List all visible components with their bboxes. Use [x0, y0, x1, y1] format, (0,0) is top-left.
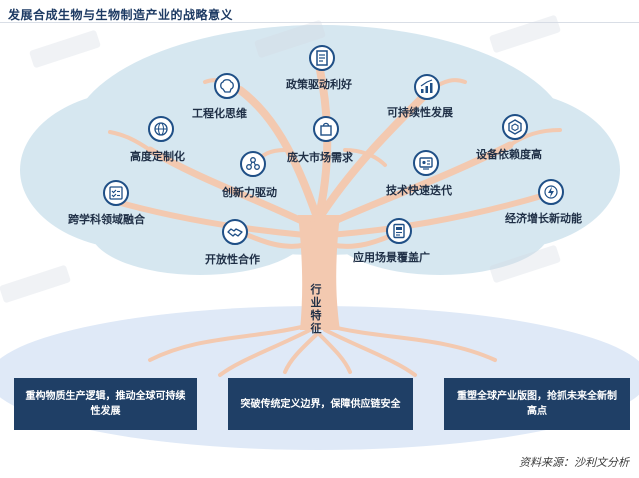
tree-roots	[148, 323, 497, 377]
application-document-icon	[386, 218, 412, 244]
growth-chart-icon	[414, 74, 440, 100]
energy-bolt-icon	[538, 179, 564, 205]
node-innovation: 创新力驱动	[222, 186, 277, 199]
node-cross: 跨学科领域融合	[68, 213, 145, 226]
node-sustainable: 可持续性发展	[387, 106, 453, 119]
significance-box-1-text: 重构物质生产逻辑，推动全球可持续性发展	[25, 391, 186, 417]
globe-icon	[148, 116, 174, 142]
trunk-label: 行业特征	[310, 283, 322, 335]
handshake-icon	[222, 219, 248, 245]
node-growth: 经济增长新动能	[505, 212, 582, 225]
node-engineering: 工程化思维	[192, 107, 247, 120]
page-title: 发展合成生物与生物制造产业的战略意义	[8, 8, 234, 22]
technology-panel-icon	[413, 150, 439, 176]
molecule-innovation-icon	[240, 151, 266, 177]
significance-box-2: 突破传统定义边界，保障供应链安全	[228, 378, 413, 430]
node-tech: 技术快速迭代	[386, 184, 452, 197]
significance-box-3-text: 重塑全球产业版图，抢抓未来全新制高点	[457, 391, 617, 417]
shopping-bag-icon	[313, 116, 339, 142]
hexagon-equipment-icon	[502, 114, 528, 140]
significance-box-3: 重塑全球产业版图，抢抓未来全新制高点	[444, 378, 630, 430]
significance-box-1: 重构物质生产逻辑，推动全球可持续性发展	[14, 378, 197, 430]
brain-icon	[214, 73, 240, 99]
tree-branches	[107, 66, 562, 249]
node-market: 庞大市场需求	[287, 151, 353, 164]
checklist-icon	[103, 180, 129, 206]
node-customization: 高度定制化	[130, 150, 185, 163]
tree-trunk	[298, 215, 340, 330]
node-open: 开放性合作	[205, 253, 260, 266]
node-equipment: 设备依赖度高	[476, 148, 542, 161]
source-note: 资料来源：沙利文分析	[519, 456, 629, 469]
watermark-marks	[0, 15, 561, 303]
policy-document-icon	[309, 45, 335, 71]
significance-box-2-text: 突破传统定义边界，保障供应链安全	[240, 398, 401, 410]
node-policy: 政策驱动利好	[286, 78, 352, 91]
title-divider	[0, 22, 639, 23]
node-application: 应用场景覆盖广	[353, 251, 430, 264]
